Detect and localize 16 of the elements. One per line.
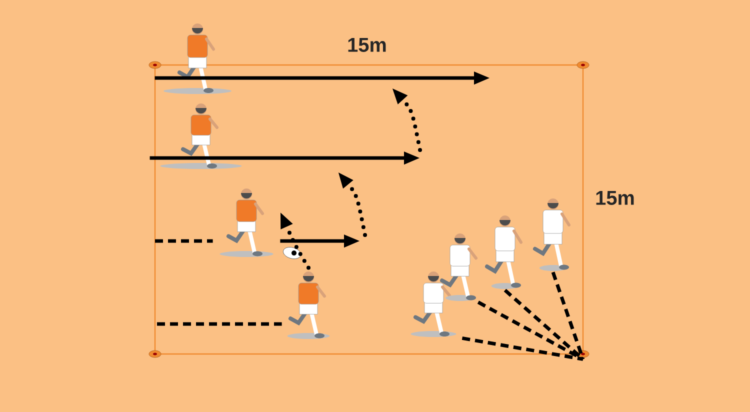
- player-drawing: [164, 24, 232, 94]
- dashed-line: [551, 272, 585, 360]
- dimension-label: 15m: [596, 191, 634, 205]
- player-drawing: [485, 216, 522, 289]
- dashed-line: [462, 336, 584, 361]
- player-drawing: [410, 272, 456, 337]
- dimension-label: 15m: [348, 38, 386, 52]
- cone-icon: [576, 350, 590, 358]
- player-drawing: [160, 104, 242, 169]
- player-drawing: [533, 198, 570, 271]
- dashed-line: [155, 239, 213, 243]
- player-drawing: [287, 272, 330, 339]
- player-drawing: [220, 188, 274, 257]
- dashed-line: [477, 300, 584, 361]
- dashed-line: [157, 322, 282, 326]
- player-drawing: [440, 234, 478, 301]
